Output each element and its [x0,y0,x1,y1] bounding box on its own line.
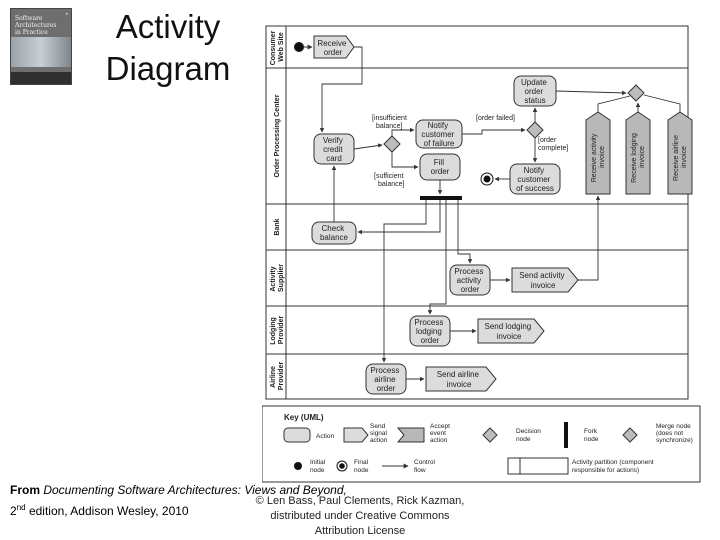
guard-order-failed: [order failed] [476,115,515,122]
accept-event-receive-activity-invoice: Receive activity invoice [585,111,611,195]
key-title: Key (UML) [284,413,324,422]
source-from-word: From [10,483,40,497]
credit-line-2: distributed under Creative Commons [270,510,450,522]
svg-text:Notify customer of: Notify customer of success [516,166,554,193]
credit-line-3: Attribution License [314,525,406,537]
action-receive-order: Receive order [313,35,355,59]
copyright-credit: © Len Bass, Paul Clements, Rick Kazman, … [250,494,470,539]
svg-text:Send activity invoice: Send activity invoice [519,271,567,290]
key-fork-label: Fork node [584,428,599,443]
action-process-airline-order: Process airline order [365,363,407,395]
key-control-flow-label: Control flow [414,459,437,474]
key-send-signal-label: Send signal action [370,423,389,444]
action-check-balance: Check balance [311,221,357,245]
initial-node [294,42,304,52]
lane-label-order-processing: Order Processing Center [274,94,281,177]
svg-text:Update order statu: Update order status [521,78,549,105]
control-flows [319,46,681,382]
decision-node-order-result [526,121,544,139]
cover-edition-mark: * [65,13,68,19]
key-accept-event-shape [396,427,425,443]
svg-text:Send airline invoice: Send airline invoice [437,370,481,389]
key-decision-label: Decision node [516,428,543,443]
key-partition-label: Activity partition (component responsibl… [572,459,655,474]
send-signal-airline-invoice: Send airline invoice [425,366,497,392]
action-update-order-status: Update order status [513,75,557,107]
svg-text:Receive order: Receive order [317,39,348,57]
key-merge-shape [622,427,638,443]
lane-label-consumer: Consumer Web Site [270,29,285,66]
key-partition-shape [507,457,569,475]
cover-building-photo [11,37,71,67]
activity-diagram: Consumer Web Site Order Processing Cente… [262,25,701,483]
credit-line-1: © Len Bass, Paul Clements, Rick Kazman, [255,495,465,507]
accept-event-receive-lodging-invoice: Receive lodging invoice [625,111,651,195]
action-process-activity-order: Process activity order [449,264,491,296]
svg-text:Process airline or: Process airline order [370,366,401,393]
slide-title: Activity Diagram [98,6,238,90]
lane-label-airline-provider: Airline Provider [270,362,285,391]
key-final-label: Final node [354,459,370,474]
send-signal-lodging-invoice: Send lodging invoice [477,318,545,344]
slide-title-line1: Activity [115,8,221,45]
accept-event-receive-airline-invoice: Receive airline invoice [667,111,693,195]
key-accept-event-label: Accept event action [430,423,452,444]
send-signal-activity-invoice: Send activity invoice [511,267,579,293]
key-initial-label: Initial node [310,459,327,474]
action-process-lodging-order: Process lodging order [409,315,451,347]
svg-text:Receive activity invoice: Receive activity invoice [591,132,606,183]
source-edition: 2nd edition, Addison Wesley, 2010 [10,503,189,518]
lane-label-bank: Bank [274,218,281,235]
slide-title-line2: Diagram [105,50,231,87]
key-initial-shape [294,462,302,470]
svg-text:Process lodging or: Process lodging order [414,318,445,345]
svg-text:Receive airline invoice: Receive airline invoice [673,133,688,181]
key-fork-shape [564,422,568,448]
svg-text:Verify credit card: Verify credit card [323,136,345,163]
cover-author-strip [11,72,71,84]
lane-label-lodging-provider: Lodging Provider [270,315,285,345]
cover-title: Software Architectures in Practice [15,15,57,36]
decision-node-balance [383,135,401,153]
guard-insufficient-balance: [insufficient balance] [372,115,409,130]
key-action-label: Action [316,433,334,440]
source-citation: From Documenting Software Architectures:… [10,482,347,520]
guard-sufficient-balance: [sufficient balance] [374,173,405,188]
key-final-shape [336,460,348,472]
lane-label-activity-supplier: Activity Supplier [270,264,285,292]
fork-bar [420,196,462,200]
svg-text:Process activity o: Process activity order [454,267,485,294]
diagram-key: Key (UML) Action Send signal action Acce… [262,405,701,483]
key-merge-label: Merge node (does not synchronize) [656,423,693,444]
action-fill-order: Fill order [419,153,461,181]
svg-text:Receive lodging invoice: Receive lodging invoice [631,131,646,183]
key-send-signal-shape [343,427,369,443]
action-notify-customer-success: Notify customer of success [509,163,561,195]
key-action-shape [283,427,311,443]
guard-order-complete: [order complete] [538,137,568,152]
merge-node-status [627,84,645,102]
svg-text:Send lodging invoice: Send lodging invoice [485,322,534,341]
action-verify-credit-card: Verify credit card [313,133,355,165]
svg-text:Check balance: Check balance [320,224,349,242]
source-book-title: Documenting Software Architectures: View… [43,483,347,497]
key-decision-shape [482,427,498,443]
svg-text:Fill order: Fill order [431,158,450,176]
swimlane-frame [265,25,689,400]
action-notify-customer-failure: Notify customer of failure [415,119,463,149]
final-node [480,172,494,186]
svg-text:Notify customer of: Notify customer of failure [421,121,456,148]
book-cover-image: Software Architectures in Practice * [10,8,72,85]
